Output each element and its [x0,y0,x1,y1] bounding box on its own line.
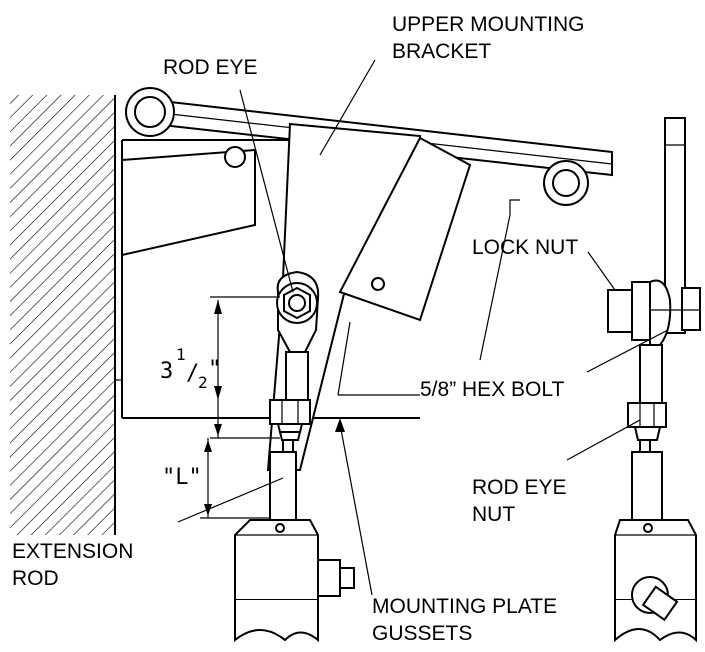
bracket-pin [224,146,246,168]
label-rod-eye-nut-2: NUT [472,503,515,526]
label-hex-bolt: 5/8” HEX BOLT [420,378,564,401]
left-rod-assembly [269,351,311,441]
label-extension-rod-2: ROD [12,567,59,590]
dim-three-inch: " [208,357,221,382]
label-lock-nut: LOCK NUT [472,236,578,259]
dim-three-whole: 3 [160,359,173,384]
dim-three-slash: / [186,361,199,386]
left-roller [125,87,175,137]
left-extension-rod [234,439,355,643]
left-gusset [121,148,256,257]
dim-three-den: 2 [198,373,208,392]
right-rod-assembly [614,344,697,643]
dim-three-num: 1 [176,345,186,364]
wall-hatching [10,95,116,535]
link-plate [338,136,472,322]
right-roller [543,160,589,206]
dimension-text: 3 1 / 2 " "L" [160,345,221,490]
right-vertical-plate [664,117,686,334]
label-extension-rod-1: EXTENSION [12,540,133,563]
label-mounting-plate-1: MOUNTING PLATE [372,595,557,618]
label-upper-mounting-bracket-2: BRACKET [392,40,491,63]
label-rod-eye: ROD EYE [163,56,258,79]
left-rod-eye [276,270,320,353]
leader-lines [177,59,669,596]
right-rod-eye [607,279,701,346]
dim-l-label: "L" [162,465,202,490]
labels: UPPER MOUNTING BRACKET ROD EYE LOCK NUT … [12,13,585,645]
hidden-lines [337,199,520,396]
dimension-lines [200,296,280,519]
label-upper-mounting-bracket-1: UPPER MOUNTING [392,13,585,36]
label-mounting-plate-2: GUSSETS [372,622,472,645]
label-rod-eye-nut-1: ROD EYE [472,476,567,499]
